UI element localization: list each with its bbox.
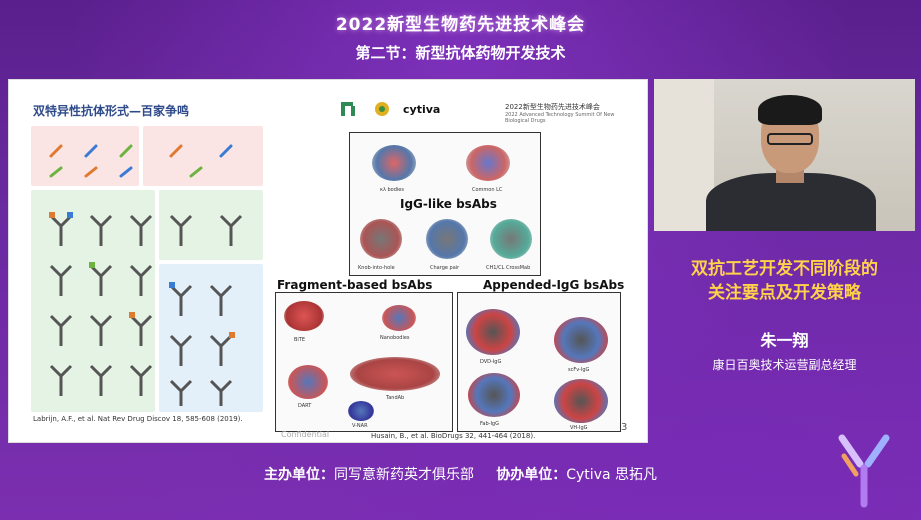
talk-title-line: 双抗工艺开发不同阶段的 [691, 259, 878, 279]
co-host-name: Cytiva 思拓凡 [566, 467, 658, 483]
vh-igg-structure [554, 379, 608, 423]
host-label: 主办单位： [263, 467, 334, 483]
igg-item-label: Charge pair [430, 265, 460, 271]
antibody-decoration-icon [838, 434, 890, 508]
session-subtitle: 第二节：新型抗体药物开发技术 [355, 44, 566, 62]
format-group-green [31, 190, 155, 412]
common-lc-structure [466, 145, 510, 181]
antibody-format-icons [49, 144, 243, 406]
bite-structure [284, 301, 324, 331]
slide-title: 双特异性抗体形式—百家争鸣 [33, 104, 190, 118]
igg-like-label: IgG-like bsAbs [400, 197, 497, 211]
fragment-item-label: DART [298, 403, 312, 409]
fragment-item-label: TandAb [386, 395, 405, 401]
format-group-green-2 [159, 190, 263, 260]
charge-pair-structure [426, 219, 468, 259]
conference-title: 2022新型生物药先进技术峰会 [335, 15, 586, 35]
confidential-mark: Confidential [281, 430, 330, 439]
appended-item-label: scFv-IgG [568, 367, 590, 373]
left-citation: Labrijn, A.F., et al. Nat Rev Drug Disco… [33, 415, 243, 423]
fragment-panel: BiTE Nanobodies TandAb DART V-NAR [275, 292, 453, 432]
fragment-label: Fragment-based bsAbs [277, 278, 433, 292]
igg-item-label: κλ bodies [380, 187, 404, 193]
format-group-pink-2 [143, 126, 263, 186]
nanobodies-structure [382, 305, 416, 331]
scfv-igg-structure [554, 317, 608, 363]
igg-item-label: CH1/CL CrossMab [486, 265, 531, 271]
appended-item-label: Fab-IgG [480, 421, 499, 427]
speaker-webcam [654, 79, 915, 231]
talk-title: 双抗工艺开发不同阶段的 关注要点及开发策略 [654, 257, 915, 305]
flower-logo-icon [375, 102, 389, 116]
fragment-item-label: V-NAR [352, 423, 368, 429]
cytiva-logo: cytiva [403, 102, 441, 116]
host-name: 同写意新药英才俱乐部 [333, 467, 474, 483]
appended-item-label: DVD-IgG [480, 359, 502, 365]
right-citation: Husain, B., et al. BioDrugs 32, 441-464 … [371, 432, 536, 440]
speaker-glasses [767, 133, 813, 145]
dart-structure [288, 365, 328, 399]
tandab-structure [350, 357, 440, 391]
speaker-hair [758, 95, 822, 125]
igg-item-label: Common LC [472, 187, 503, 193]
footer-organizers: 主办单位：同写意新药英才俱乐部 协办单位：Cytiva 思拓凡 [0, 464, 921, 484]
appended-item-label: VH-IgG [570, 425, 588, 431]
igg-item-label: Knob-into-hole [358, 265, 395, 271]
fragment-item-label: BiTE [294, 337, 306, 343]
talk-title-line: 关注要点及开发策略 [708, 283, 861, 303]
background-shelf [654, 79, 714, 231]
appended-label: Appended-IgG bsAbs [483, 278, 625, 292]
format-grid [31, 126, 263, 412]
sponsor-logos: cytiva [339, 100, 440, 118]
speaker-role: 康日百奥技术运营副总经理 [712, 358, 857, 372]
fragment-item-label: Nanobodies [380, 335, 410, 341]
presentation-slide: 双特异性抗体形式—百家争鸣 cytiva 2022新型生物药先进技术峰会 202… [8, 79, 648, 443]
kappa-lambda-structure [372, 145, 416, 181]
co-host-label: 协办单位： [496, 467, 567, 483]
knob-into-hole-structure [360, 219, 402, 259]
fab-igg-structure [468, 373, 520, 417]
speaker-name: 朱一翔 [760, 331, 809, 350]
vnar-structure [348, 401, 374, 421]
slide-page-number: 3 [621, 422, 628, 433]
slide-conference-name: 2022新型生物药先进技术峰会 2022 Advanced Technology… [505, 103, 615, 124]
dvd-igg-structure [466, 309, 520, 355]
appended-panel: DVD-IgG scFv-IgG Fab-IgG VH-IgG [457, 292, 621, 432]
crossmab-structure [490, 219, 532, 259]
igg-like-panel: IgG-like bsAbs κλ bodies Common LC Knob-… [349, 132, 541, 276]
company-logo-icon [341, 102, 355, 116]
